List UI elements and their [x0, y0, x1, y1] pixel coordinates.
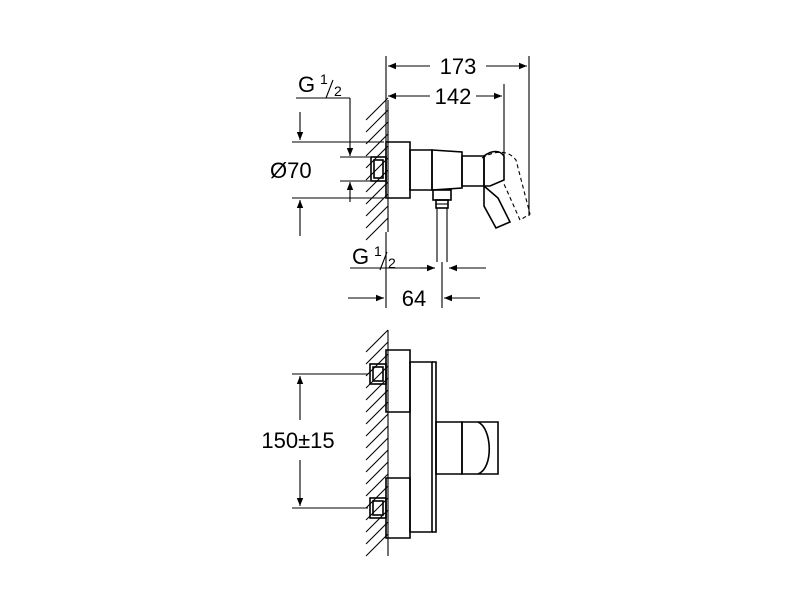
inlet-g-text: G	[298, 72, 315, 97]
mixer-body-front	[369, 349, 499, 539]
inlet-thread-label: G 1 2	[298, 71, 342, 99]
dim-64-label: 64	[402, 286, 426, 311]
side-view: 173 142 G 1 2 Ø70 G 1 2	[270, 54, 531, 311]
wall-hatching-top	[365, 97, 389, 241]
inlet-sup: 1	[320, 71, 328, 87]
outlet-thread-label: G 1 2	[352, 243, 396, 271]
dim-142-label: 142	[435, 84, 472, 109]
front-view: 150±15	[261, 329, 499, 557]
mixer-body-side	[370, 141, 531, 262]
diameter-label: Ø70	[270, 158, 312, 183]
dim-150-label: 150±15	[261, 428, 334, 453]
dim-173-label: 173	[440, 54, 477, 79]
outlet-sup: 1	[374, 243, 382, 259]
outlet-g-text: G	[352, 244, 369, 269]
inlet-sub: 2	[334, 83, 342, 99]
outlet-sub: 2	[388, 255, 396, 271]
